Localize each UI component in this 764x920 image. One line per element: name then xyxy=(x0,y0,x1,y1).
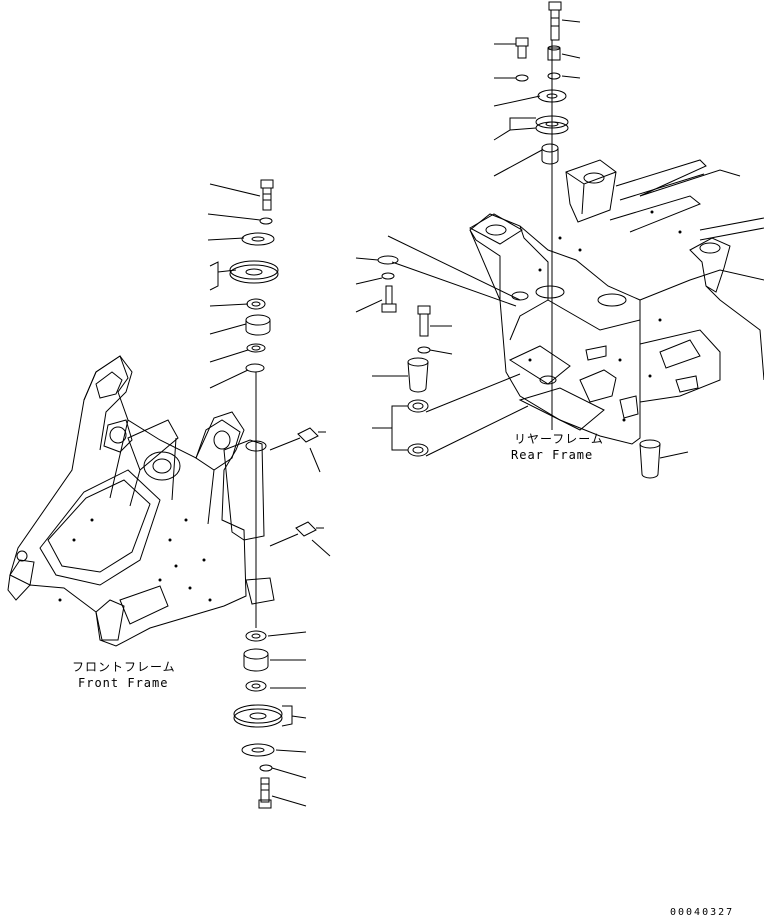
washer-icon xyxy=(515,74,529,82)
seal-icon xyxy=(245,630,267,642)
bolt-icon xyxy=(417,305,431,337)
front-lower-stack xyxy=(233,630,283,809)
rear-frame-label: Rear Frame xyxy=(511,448,594,462)
bearing-icon xyxy=(245,314,271,336)
rear-frame-label-jp: リヤーフレーム xyxy=(514,432,604,446)
drawing-code: 00040327 xyxy=(670,907,735,918)
bearing-icon xyxy=(243,648,269,672)
front-frame-label-jp: フロントフレーム xyxy=(72,660,176,674)
washer-icon xyxy=(259,764,273,772)
retainer-plate-icon xyxy=(241,743,275,757)
pin-icon xyxy=(541,143,559,165)
spacer-icon xyxy=(547,45,561,61)
pin-icon xyxy=(245,363,265,373)
washer-icon xyxy=(259,217,273,225)
bolt-icon xyxy=(258,777,272,809)
front-leader-lines xyxy=(207,183,331,807)
grease-fitting-upper-icon xyxy=(297,427,326,443)
shim-set-icon xyxy=(233,704,283,728)
bolt-icon xyxy=(548,1,562,41)
rear-upper-stack xyxy=(515,1,569,165)
rear-leader-lines xyxy=(355,19,689,459)
grease-fitting-lower-icon xyxy=(295,521,324,537)
front-frame xyxy=(7,355,247,647)
washer-icon xyxy=(381,272,395,280)
bolt-icon xyxy=(260,179,274,211)
spacer-icon xyxy=(246,343,266,353)
washer-icon xyxy=(547,72,561,80)
bolt-icon xyxy=(515,37,529,59)
seal-icon xyxy=(246,298,266,310)
pin-icon xyxy=(639,439,661,479)
front-frame-label: Front Frame xyxy=(78,676,169,690)
bolt-icon xyxy=(381,285,397,313)
bushing-upper-icon xyxy=(407,399,429,413)
spacer-icon xyxy=(245,680,267,692)
rear-frame xyxy=(468,159,764,445)
bushing-lower-icon xyxy=(407,443,429,457)
front-pivot-bracket xyxy=(223,439,275,605)
shim-set-icon xyxy=(229,260,279,284)
washer-icon xyxy=(417,346,431,354)
pin-icon xyxy=(407,357,429,393)
front-upper-stack xyxy=(229,179,279,373)
retainer-plate-icon xyxy=(241,232,275,246)
